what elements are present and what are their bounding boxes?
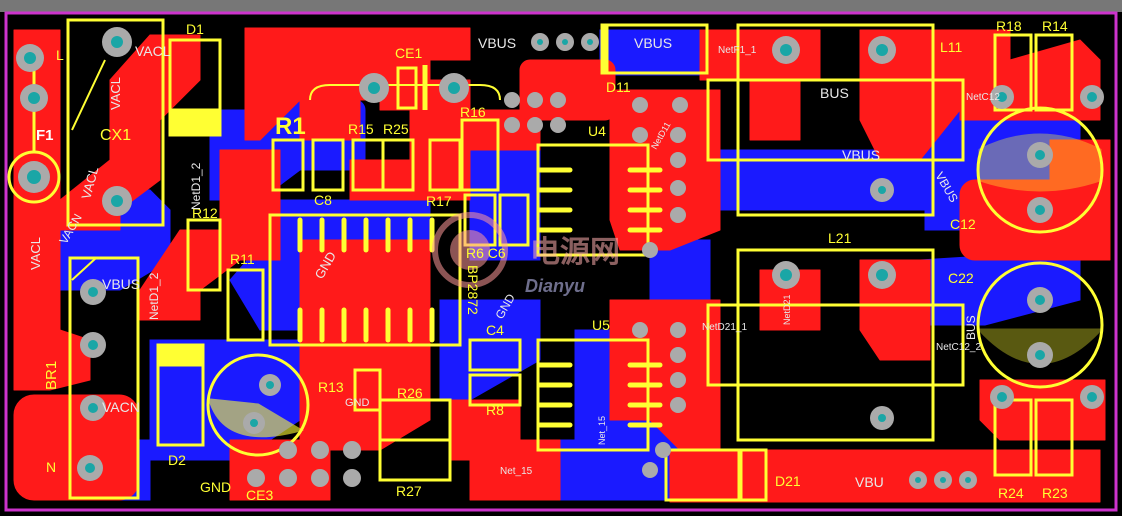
u4-outline xyxy=(536,143,650,257)
bp2872-outline xyxy=(268,213,462,347)
label-R15: R15 xyxy=(348,121,374,137)
label-D1: D1 xyxy=(186,21,204,37)
label-R8: R8 xyxy=(486,402,504,418)
label-U4: U4 xyxy=(588,123,606,139)
label-L11: L11 xyxy=(940,39,963,55)
d21-outline xyxy=(664,448,768,502)
ce3-outline xyxy=(206,353,310,457)
net-netd21-1: NetD21_1 xyxy=(702,322,747,333)
label-R11: R11 xyxy=(230,251,255,267)
label-R6C6: R6 C6 xyxy=(466,245,506,261)
label-GND-bottom: GND xyxy=(200,479,231,495)
label-N: N xyxy=(46,459,56,475)
net-labels: VBUS VBUS VACL VACL VACL VACL VACN VACN … xyxy=(28,35,1000,490)
net-bus-c22: BUS xyxy=(964,315,978,340)
label-R27: R27 xyxy=(396,483,422,499)
br1-outline xyxy=(68,256,140,500)
label-R26: R26 xyxy=(397,385,423,401)
d11-outline xyxy=(600,23,709,75)
label-C4: C4 xyxy=(486,322,504,338)
label-R1: R1 xyxy=(275,113,306,140)
label-R12: R12 xyxy=(192,205,218,221)
net-vbus-d11: VBUS xyxy=(634,35,672,51)
label-L21: L21 xyxy=(828,230,852,246)
watermark-cn: 电源网 xyxy=(530,236,620,269)
net-gnd-2: GND xyxy=(345,397,370,409)
label-BR1: BR1 xyxy=(43,361,60,390)
cx1-outline xyxy=(66,18,165,227)
watermark: 电源网 Dianyu xyxy=(432,212,620,296)
board-outline xyxy=(4,11,1118,512)
label-R24: R24 xyxy=(998,485,1024,501)
net-netf1-1: NetF1_1 xyxy=(718,45,757,56)
label-C8: C8 xyxy=(314,192,332,208)
board-frame-top xyxy=(0,0,1122,12)
label-D21: D21 xyxy=(775,473,801,489)
label-F1: F1 xyxy=(36,127,54,144)
net-vbus-br1: VBUS xyxy=(102,276,140,292)
net-vacn-2: VACN xyxy=(102,399,140,415)
label-U5: U5 xyxy=(592,317,610,333)
label-CE1: CE1 xyxy=(395,45,422,61)
c12-outline xyxy=(976,106,1104,234)
through-hole-pads xyxy=(16,27,1104,481)
label-BP2872: BP2872 xyxy=(465,265,481,315)
designator-labels: L N F1 CX1 D1 R1 CE1 R15 R25 R16 R17 C8 … xyxy=(36,18,1068,503)
label-L: L xyxy=(56,47,64,63)
l11-outline xyxy=(706,78,965,162)
silkscreen-layer xyxy=(7,18,1104,502)
label-C12: C12 xyxy=(950,216,976,232)
l21-outline xyxy=(706,303,965,387)
net-netd21: NetD21 xyxy=(782,294,792,325)
net-vacl-1: VACL xyxy=(135,43,171,59)
net-netc12-2: NetC12_2 xyxy=(936,342,981,353)
net-vbu: VBU xyxy=(855,474,884,490)
ce1-outline xyxy=(396,66,418,110)
label-CX1: CX1 xyxy=(100,127,131,144)
u5-outline xyxy=(536,338,650,452)
label-R17: R17 xyxy=(426,193,452,209)
label-D2: D2 xyxy=(168,452,186,468)
label-R25: R25 xyxy=(383,121,409,137)
net-bus-l11: BUS xyxy=(820,85,849,101)
label-D11: D11 xyxy=(606,79,631,95)
c22-outline xyxy=(976,261,1104,389)
net-netc12: NetC12 xyxy=(966,92,1000,103)
label-R16: R16 xyxy=(460,104,486,120)
label-C22: C22 xyxy=(948,270,974,286)
net-netd1-2b: NetD1_2 xyxy=(147,272,161,320)
label-CE3: CE3 xyxy=(246,487,273,503)
net-netd1-2a: NetD1_2 xyxy=(189,162,203,210)
label-R13: R13 xyxy=(318,379,344,395)
net-vacl-2: VACL xyxy=(108,77,123,110)
label-R14: R14 xyxy=(1042,18,1068,34)
net-vacl-3: VACL xyxy=(28,237,43,270)
ic-pins xyxy=(297,167,663,428)
watermark-en: Dianyu xyxy=(525,276,585,296)
net-net15-2: Net_15 xyxy=(597,416,607,445)
net-vbus-top: VBUS xyxy=(478,35,516,51)
label-R23: R23 xyxy=(1042,485,1068,501)
net-vbus-l11: VBUS xyxy=(842,147,880,163)
label-R18: R18 xyxy=(996,18,1022,34)
net-net15-1: Net_15 xyxy=(500,466,533,477)
